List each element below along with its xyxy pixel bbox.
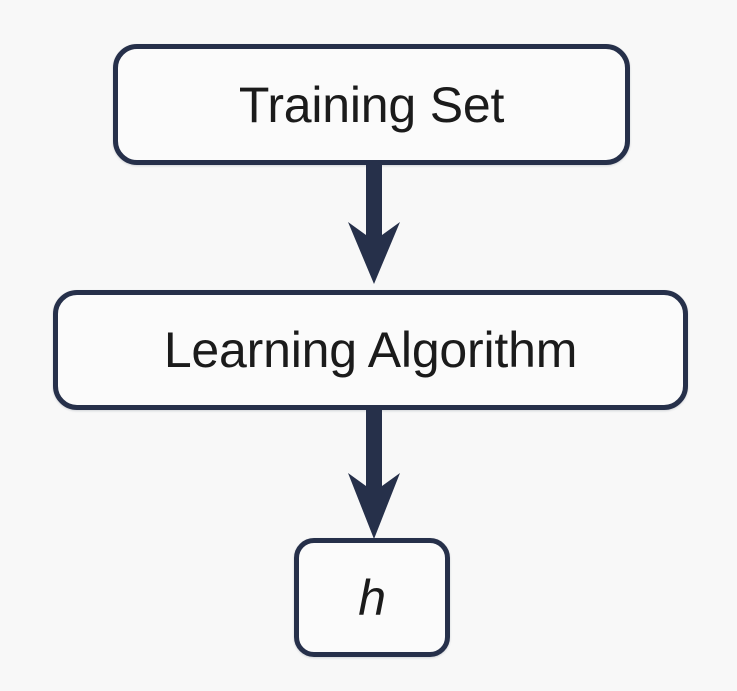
edge-training-to-algorithm-icon [348, 163, 400, 284]
node-learning-algorithm[interactable]: Learning Algorithm [53, 290, 688, 410]
edge-algorithm-to-hypothesis-icon [348, 408, 400, 539]
node-hypothesis[interactable]: h [294, 538, 450, 657]
node-learning-algorithm-label: Learning Algorithm [163, 322, 578, 378]
node-hypothesis-label: h [358, 569, 386, 626]
node-training-set[interactable]: Training Set [113, 44, 630, 165]
node-training-set-label: Training Set [238, 76, 505, 133]
